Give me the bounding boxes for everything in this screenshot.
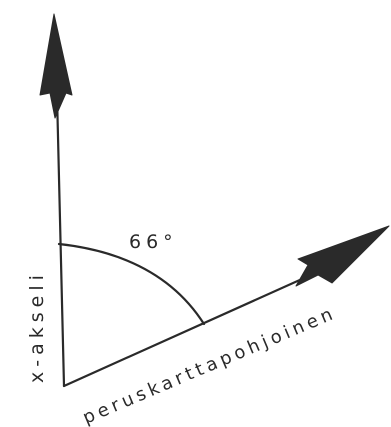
x-axis-arrowhead — [39, 13, 73, 119]
reference-arrowhead — [295, 225, 390, 287]
angle-arc — [57, 242, 206, 326]
reference-line — [62, 268, 324, 388]
angle-label: 66° — [129, 231, 178, 253]
x-axis-line — [55, 93, 66, 388]
x-axis-label: x-akseli — [26, 270, 48, 383]
